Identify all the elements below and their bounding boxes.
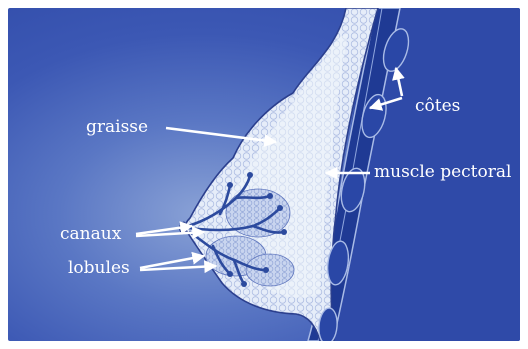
label-ducts: canaux (60, 224, 121, 244)
breast-anatomy-diagram: graisse côtes muscle pectoral canaux lob… (8, 8, 520, 341)
label-ribs: côtes (415, 96, 460, 116)
label-lobules: lobules (68, 258, 130, 278)
label-fat: graisse (86, 117, 148, 137)
label-pectoral-muscle: muscle pectoral (374, 162, 511, 182)
